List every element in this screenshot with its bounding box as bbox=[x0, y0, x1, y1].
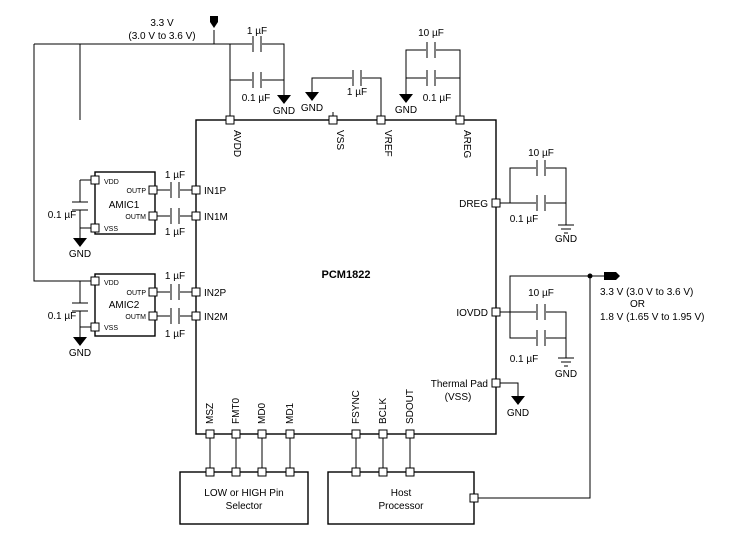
gnd-dreg-label: GND bbox=[555, 234, 577, 245]
pin-md1: MD1 bbox=[285, 402, 296, 424]
cap-avdd-1u: 1 µF bbox=[247, 26, 267, 37]
amic1-outm: OUTM bbox=[125, 214, 146, 221]
cap-labels: 1 µF 0.1 µF 1 µF 10 µF 0.1 µF 0.1 µF 1 µ… bbox=[48, 26, 554, 365]
cap-in2p-1u: 1 µF bbox=[165, 271, 185, 282]
amic2-outm: OUTM bbox=[125, 314, 146, 321]
gnd-mic1 bbox=[73, 238, 87, 247]
top-pins: AVDD VSS VREF AREG bbox=[225, 115, 472, 159]
gnd-symbols: GND GND GND GND GND GND GND GND bbox=[69, 92, 577, 419]
pin-fmt0: FMT0 bbox=[231, 397, 242, 424]
gnd-vref bbox=[305, 92, 319, 101]
pin-fsync: FSYNC bbox=[351, 390, 362, 424]
pin-msz: MSZ bbox=[205, 403, 216, 424]
amic1-label: AMIC1 bbox=[109, 200, 140, 211]
left-pins: IN1P IN1M IN2P IN2M bbox=[191, 185, 228, 323]
supply-right: 3.3 V (3.0 V to 3.6 V) OR 1.8 V (1.65 V … bbox=[587, 272, 705, 323]
cap-areg-01u: 0.1 µF bbox=[423, 93, 452, 104]
pin-areg: AREG bbox=[461, 130, 472, 159]
pin-thermal-pad-vss: (VSS) bbox=[445, 392, 472, 403]
selector-line1: LOW or HIGH Pin bbox=[204, 488, 283, 499]
pin-in2p: IN2P bbox=[204, 288, 227, 299]
cap-mic2-01u: 0.1 µF bbox=[48, 311, 77, 322]
cap-in1m-1u: 1 µF bbox=[165, 227, 185, 238]
cap-dreg-01u: 0.1 µF bbox=[510, 214, 539, 225]
gnd-mic2-label: GND bbox=[69, 348, 91, 359]
cap-vref-1u: 1 µF bbox=[347, 87, 367, 98]
selector-line2: Selector bbox=[226, 501, 263, 512]
pin-in2m: IN2M bbox=[204, 312, 228, 323]
supply-top-voltage: 3.3 V bbox=[150, 18, 174, 29]
cap-iovdd-10u: 10 µF bbox=[528, 288, 554, 299]
pin-in1p: IN1P bbox=[204, 186, 227, 197]
cap-in1p-1u: 1 µF bbox=[165, 170, 185, 181]
gnd-mic1-label: GND bbox=[69, 249, 91, 260]
pin-selector: LOW or HIGH Pin Selector bbox=[179, 467, 309, 525]
capacitors bbox=[72, 36, 546, 346]
pin-bclk: BCLK bbox=[378, 398, 389, 424]
gnd-mic2 bbox=[73, 337, 87, 346]
cap-mic1-01u: 0.1 µF bbox=[48, 210, 77, 221]
supply-right-line2: OR bbox=[630, 299, 645, 310]
gnd-avdd-label: GND bbox=[273, 106, 295, 117]
amic2-label: AMIC2 bbox=[109, 300, 140, 311]
pin-md0: MD0 bbox=[257, 402, 268, 424]
cap-in2m-1u: 1 µF bbox=[165, 329, 185, 340]
amic1: AMIC1 VDD OUTP OUTM VSS bbox=[90, 171, 158, 235]
pin-in1m: IN1M bbox=[204, 212, 228, 223]
amic1-vss: VSS bbox=[104, 226, 118, 233]
cap-dreg-10u: 10 µF bbox=[528, 148, 554, 159]
pin-avdd: AVDD bbox=[231, 130, 242, 157]
right-pins: DREG IOVDD Thermal Pad (VSS) bbox=[431, 198, 501, 403]
amic1-outp: OUTP bbox=[127, 188, 147, 195]
amic1-vdd: VDD bbox=[104, 179, 119, 186]
supply-top: 3.3 V (3.0 V to 3.6 V) bbox=[128, 16, 218, 42]
gnd-vref-label: GND bbox=[301, 103, 323, 114]
pin-iovdd: IOVDD bbox=[456, 308, 488, 319]
gnd-avdd bbox=[277, 95, 291, 104]
gnd-areg bbox=[399, 94, 413, 103]
amic2-vdd: VDD bbox=[104, 280, 119, 287]
supply-top-range: (3.0 V to 3.6 V) bbox=[128, 31, 195, 42]
pcm1822-chip bbox=[195, 119, 497, 435]
wires bbox=[33, 30, 610, 499]
chip-name: PCM1822 bbox=[322, 269, 371, 281]
host-line1: Host bbox=[391, 488, 412, 499]
gnd-thermal-label: GND bbox=[507, 408, 529, 419]
pin-dreg: DREG bbox=[459, 199, 488, 210]
host-processor: Host Processor bbox=[327, 467, 479, 525]
supply-right-line3: 1.8 V (1.65 V to 1.95 V) bbox=[600, 312, 705, 323]
cap-avdd-01u: 0.1 µF bbox=[242, 93, 271, 104]
bottom-pins: MSZ FMT0 MD0 MD1 FSYNC BCLK SDOUT bbox=[205, 389, 416, 439]
gnd-iovdd-label: GND bbox=[555, 369, 577, 380]
pin-vss: VSS bbox=[334, 130, 345, 150]
cap-areg-10u: 10 µF bbox=[418, 28, 444, 39]
pin-thermal-pad: Thermal Pad bbox=[431, 379, 488, 390]
gnd-areg-label: GND bbox=[395, 105, 417, 116]
host-line2: Processor bbox=[378, 501, 424, 512]
supply-right-line1: 3.3 V (3.0 V to 3.6 V) bbox=[600, 287, 693, 298]
gnd-thermal bbox=[511, 396, 525, 405]
pin-sdout: SDOUT bbox=[405, 389, 416, 424]
amic2-vss: VSS bbox=[104, 325, 118, 332]
amic2: AMIC2 VDD OUTP OUTM VSS bbox=[90, 273, 158, 337]
cap-iovdd-01u: 0.1 µF bbox=[510, 354, 539, 365]
amic2-outp: OUTP bbox=[127, 290, 147, 297]
pin-vref: VREF bbox=[382, 130, 393, 157]
